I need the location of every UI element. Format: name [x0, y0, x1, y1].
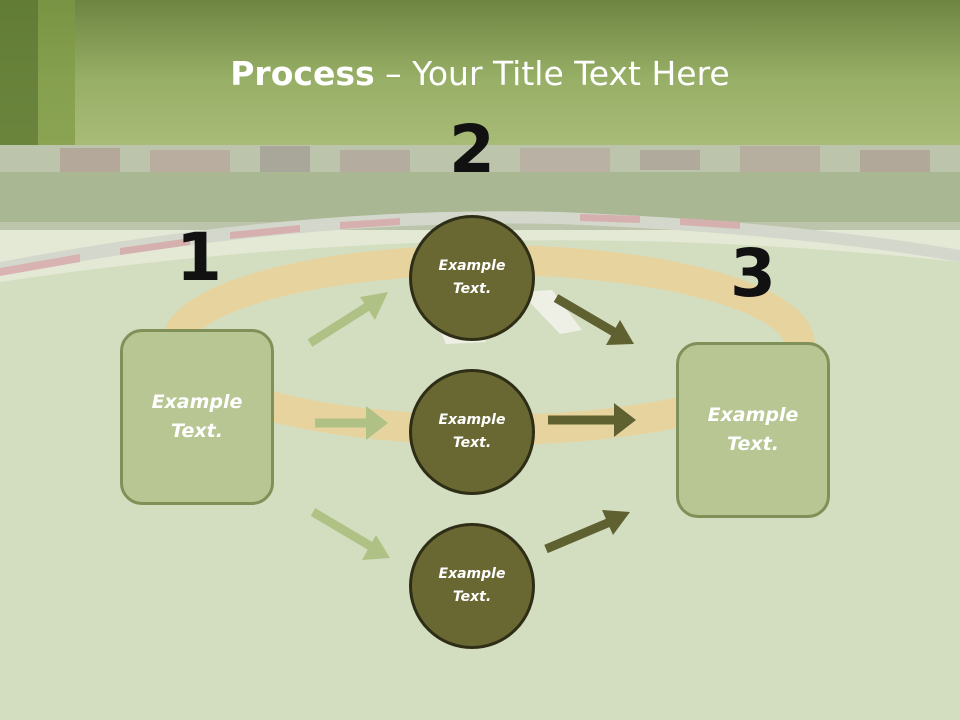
arrow-top-to-right — [553, 294, 634, 345]
step-number-1: 1 — [176, 219, 222, 296]
title-rest: – Your Title Text Here — [374, 54, 730, 93]
circle-text: Example Text. — [438, 258, 506, 297]
process-box-right: Example Text. — [676, 342, 830, 518]
arrow-left-to-top — [307, 292, 388, 347]
header-accent-strip — [38, 0, 75, 145]
step-number-2: 2 — [449, 111, 495, 188]
arrow-left-to-bottom — [310, 508, 390, 560]
process-circle-top: Example Text. — [409, 215, 535, 341]
box-text: Example Text. — [707, 404, 799, 455]
circle-text: Example Text. — [438, 566, 506, 605]
box-text: Example Text. — [151, 391, 243, 442]
process-circle-middle: Example Text. — [409, 369, 535, 495]
arrow-middle-to-right — [548, 403, 636, 437]
arrow-bottom-to-right — [544, 510, 630, 554]
title-bold: Process — [230, 54, 375, 93]
process-box-left: Example Text. — [120, 329, 274, 505]
step-number-3: 3 — [730, 235, 776, 312]
circle-text: Example Text. — [438, 412, 506, 451]
arrow-left-to-middle — [315, 406, 388, 440]
header-accent-strip — [0, 0, 38, 145]
header-bar — [0, 0, 960, 145]
slide-title: Process – Your Title Text Here — [0, 52, 960, 96]
process-circle-bottom: Example Text. — [409, 523, 535, 649]
